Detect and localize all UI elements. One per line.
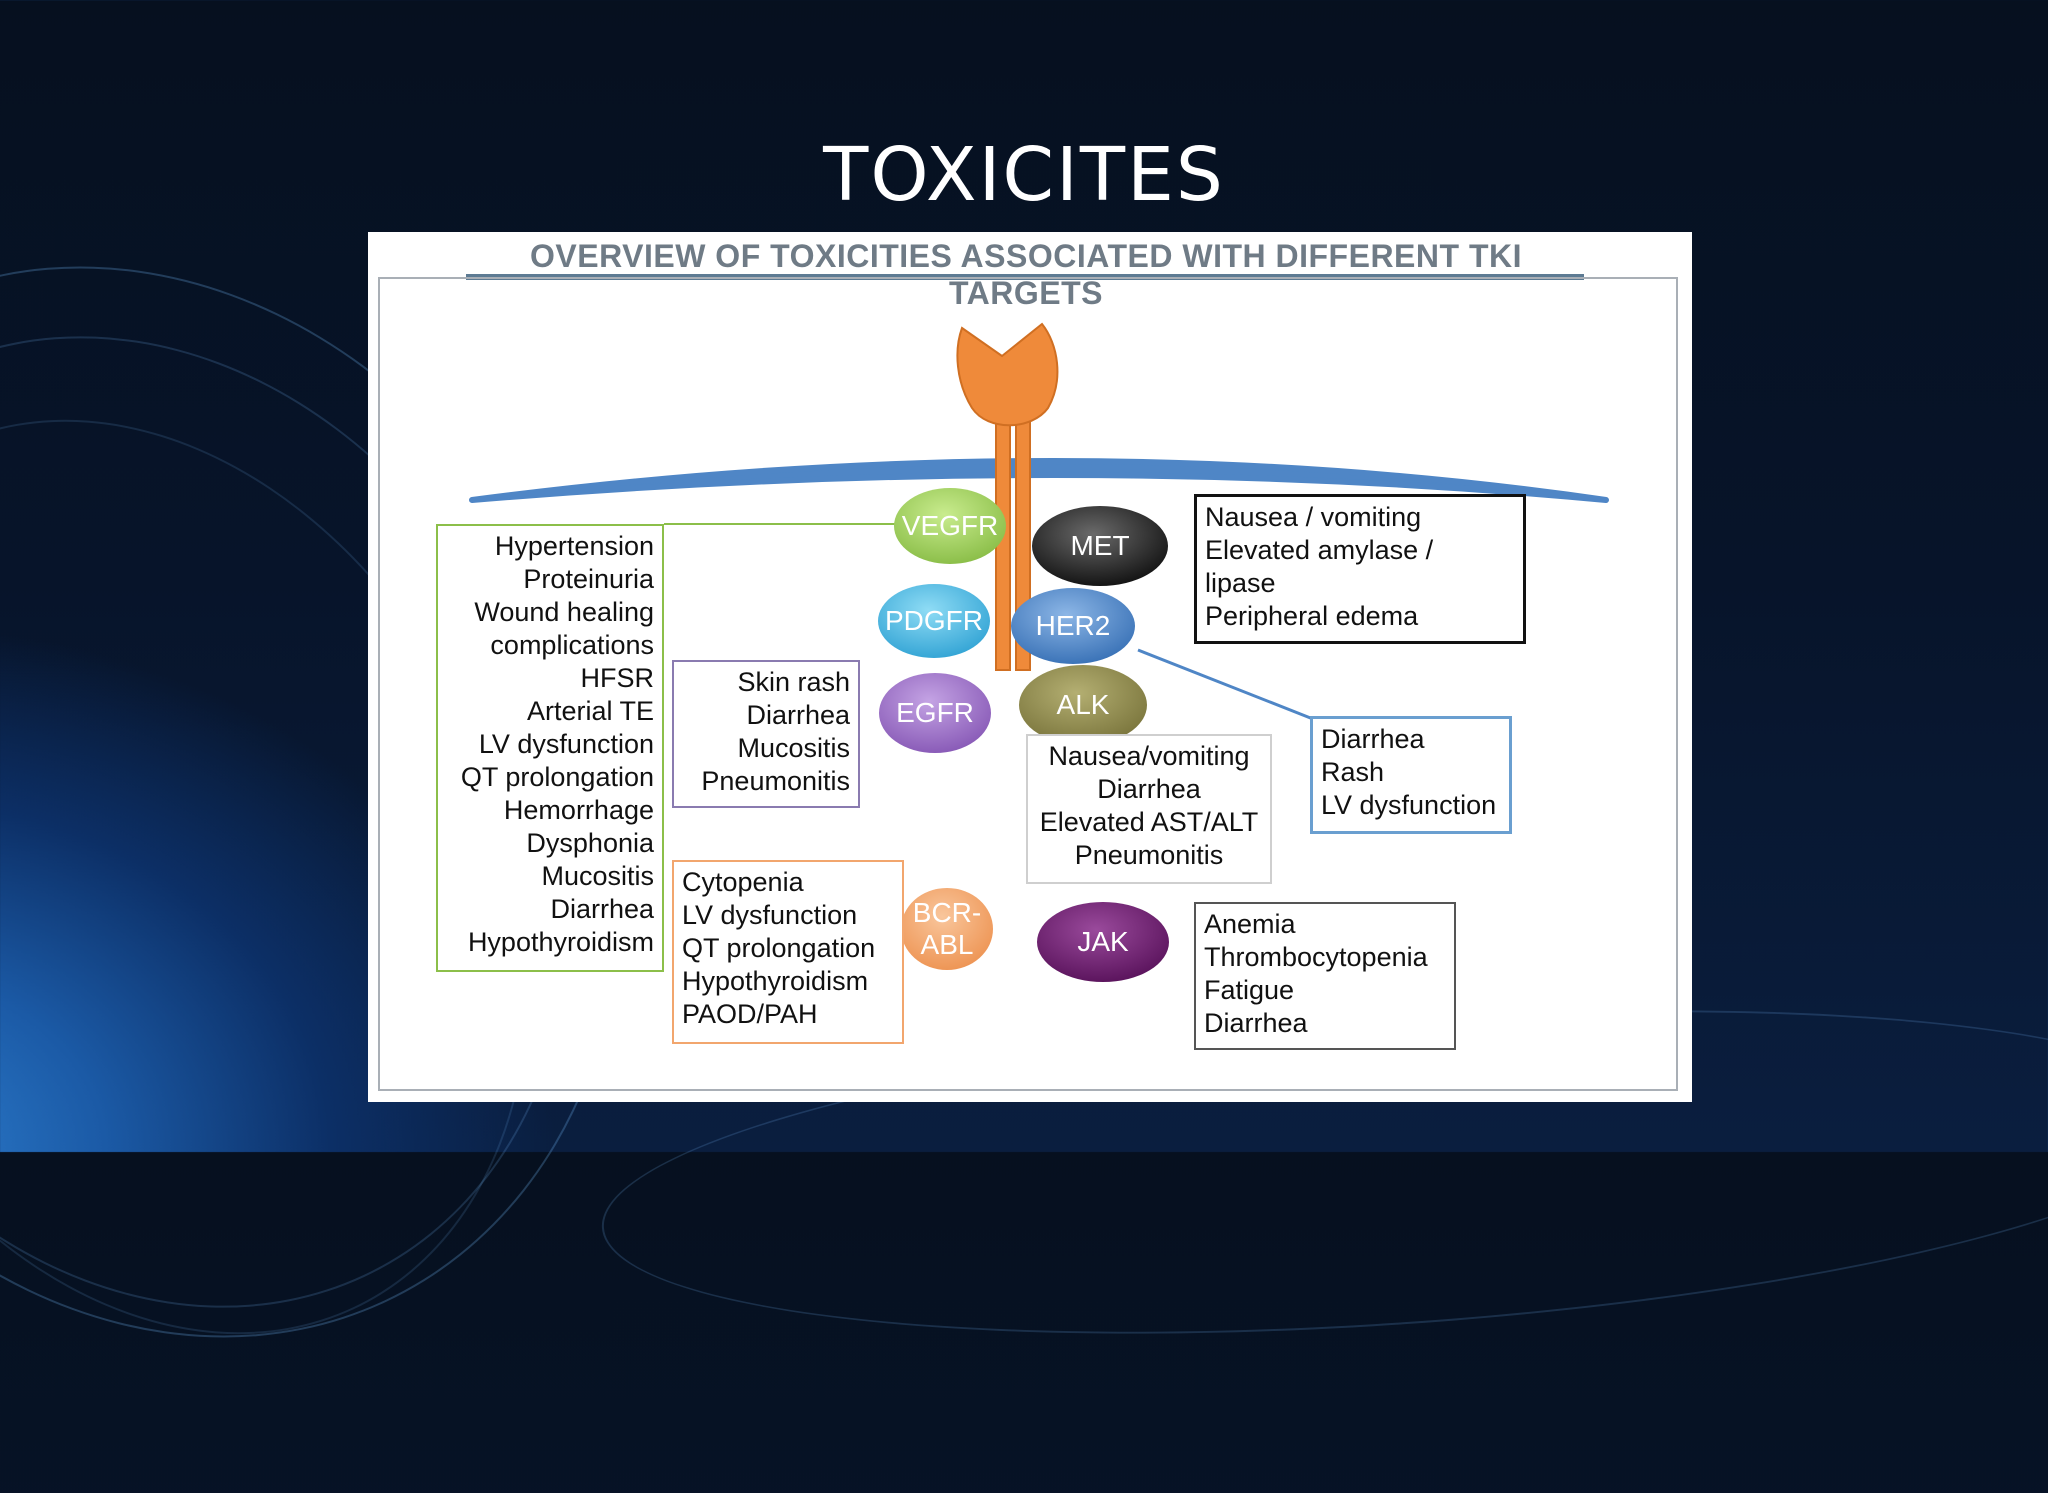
pdgfr-oval xyxy=(878,584,990,658)
toxicity-item: Arterial TE xyxy=(526,696,654,726)
vegfr-oval xyxy=(894,488,1006,564)
met-toxicity-box: Nausea / vomiting Elevated amylase / lip… xyxy=(1194,494,1526,644)
toxicity-item: Pneumonitis xyxy=(1074,840,1224,870)
diagram-graphics xyxy=(469,322,1609,982)
egfr-label: EGFR xyxy=(896,697,974,728)
toxicity-item: QT prolongation xyxy=(460,762,654,792)
toxicity-item: Pneumonitis xyxy=(701,766,850,796)
toxicity-item: Hypothyroidism xyxy=(467,927,654,957)
toxicity-item: LV dysfunction xyxy=(1321,790,1497,820)
toxicity-item: Diarrhea xyxy=(1204,1008,1308,1038)
alk-label: ALK xyxy=(1056,689,1110,720)
vegfr-label: VEGFR xyxy=(901,510,999,541)
toxicity-item: Diarrhea xyxy=(550,894,654,924)
her2-oval xyxy=(1011,588,1135,664)
toxicity-item: Hemorrhage xyxy=(503,795,654,825)
toxicity-item: Anemia xyxy=(1204,909,1296,939)
tki-toxicity-figure: OVERVIEW OF TOXICITIES ASSOCIATED WITH D… xyxy=(368,232,1692,1102)
toxicity-item: LV dysfunction xyxy=(682,900,858,930)
alk-oval xyxy=(1019,665,1147,745)
toxicity-item: Skin rash xyxy=(737,667,850,697)
toxicity-item: complications xyxy=(490,630,654,660)
toxicity-item: lipase xyxy=(1205,568,1276,598)
her2-toxicity-box: Diarrhea Rash LV dysfunction xyxy=(1310,716,1512,834)
toxicity-item: Diarrhea xyxy=(746,700,850,730)
bcr-abl-label-line1: BCR- xyxy=(912,897,982,928)
toxicity-item: Dysphonia xyxy=(526,828,654,858)
toxicity-item: QT prolongation xyxy=(682,933,876,963)
toxicity-item: Elevated AST/ALT xyxy=(1039,807,1259,837)
alk-toxicity-box: Nausea/vomiting Diarrhea Elevated AST/AL… xyxy=(1026,734,1272,884)
jak-label: JAK xyxy=(1077,926,1129,957)
bcr-abl-label-line2: ABL xyxy=(920,929,974,960)
toxicity-item: Mucositis xyxy=(541,861,654,891)
receptor-head xyxy=(956,322,1059,427)
jak-toxicity-box: Anemia Thrombocytopenia Fatigue Diarrhea xyxy=(1194,902,1456,1050)
figure-frame xyxy=(378,277,1678,1091)
vegfr-toxicity-box: Hypertension Proteinuria Wound healing c… xyxy=(436,524,664,972)
toxicity-item: Rash xyxy=(1321,757,1385,787)
toxicity-item: Fatigue xyxy=(1204,975,1295,1005)
bcr-abl-oval xyxy=(901,888,993,970)
toxicity-item: Cytopenia xyxy=(682,867,804,897)
toxicity-item: Thrombocytopenia xyxy=(1204,942,1428,972)
toxicity-item: Elevated amylase / xyxy=(1205,535,1434,565)
toxicity-item: Diarrhea xyxy=(1097,774,1201,804)
bcr-abl-label: BCR- ABL xyxy=(901,897,993,961)
toxicity-item: Wound healing xyxy=(474,597,654,627)
slide-title: TOXICITES xyxy=(823,132,1225,218)
toxicity-item: LV dysfunction xyxy=(478,729,654,759)
pdgfr-label: PDGFR xyxy=(885,605,983,636)
toxicity-item: Peripheral edema xyxy=(1205,601,1419,631)
toxicity-item: HFSR xyxy=(580,663,655,693)
figure-title: OVERVIEW OF TOXICITIES ASSOCIATED WITH D… xyxy=(530,238,1522,311)
egfr-oval xyxy=(879,673,991,753)
met-label: MET xyxy=(1070,530,1130,561)
egfr-toxicity-box: Skin rash Diarrhea Mucositis Pneumonitis xyxy=(672,660,860,808)
cell-membrane xyxy=(469,458,1609,503)
toxicity-item: Hypertension xyxy=(494,531,654,561)
toxicity-item: Proteinuria xyxy=(523,564,654,594)
toxicity-item: Mucositis xyxy=(737,733,850,763)
bcr-abl-toxicity-box: Cytopenia LV dysfunction QT prolongation… xyxy=(672,860,904,1044)
her2-label: HER2 xyxy=(1035,610,1111,641)
her2-connector xyxy=(1137,648,1314,721)
toxicity-item: PAOD/PAH xyxy=(682,999,818,1029)
met-oval xyxy=(1032,506,1168,586)
jak-oval xyxy=(1037,902,1169,982)
toxicity-item: Nausea/vomiting xyxy=(1048,741,1250,771)
toxicity-item: Nausea / vomiting xyxy=(1205,502,1422,532)
toxicity-item: Hypothyroidism xyxy=(682,966,869,996)
toxicity-item: Diarrhea xyxy=(1321,724,1425,754)
